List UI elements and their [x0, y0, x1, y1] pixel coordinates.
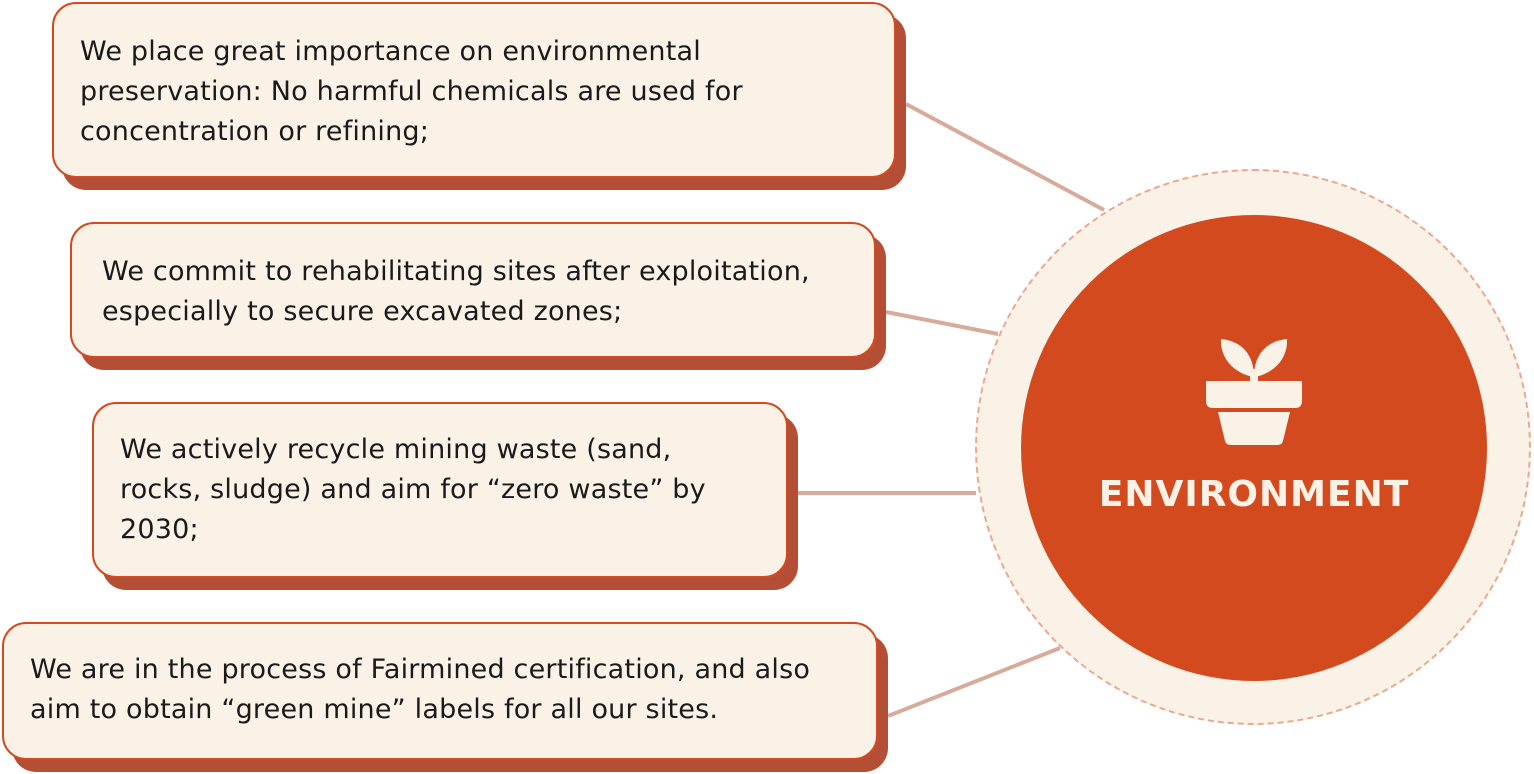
commitment-text: We place great importance on environment…: [80, 36, 743, 147]
card-face: [52, 2, 896, 178]
card-face: [70, 222, 876, 358]
commitment-card-3: We actively recycle mining waste (sand, …: [92, 402, 798, 590]
hub-title: ENVIRONMENT: [1098, 474, 1410, 515]
card-face: [92, 402, 788, 578]
card-face: [2, 622, 878, 760]
commitment-text: We are in the process of Fairmined certi…: [30, 654, 811, 725]
commitment-card-2: We commit to rehabilitating sites after …: [70, 222, 886, 370]
connector-line-4: [887, 646, 1061, 718]
commitment-card-1: We place great importance on environment…: [52, 2, 906, 190]
commitment-text: We commit to rehabilitating sites after …: [102, 256, 810, 327]
commitment-card-4: We are in the process of Fairmined certi…: [2, 622, 888, 772]
hub-circle: [1021, 215, 1487, 681]
commitment-text: We actively recycle mining waste (sand, …: [120, 434, 706, 545]
connector-line-1: [905, 102, 1105, 212]
connector-line-2: [885, 310, 999, 336]
plant-pot-icon: [1206, 339, 1302, 445]
